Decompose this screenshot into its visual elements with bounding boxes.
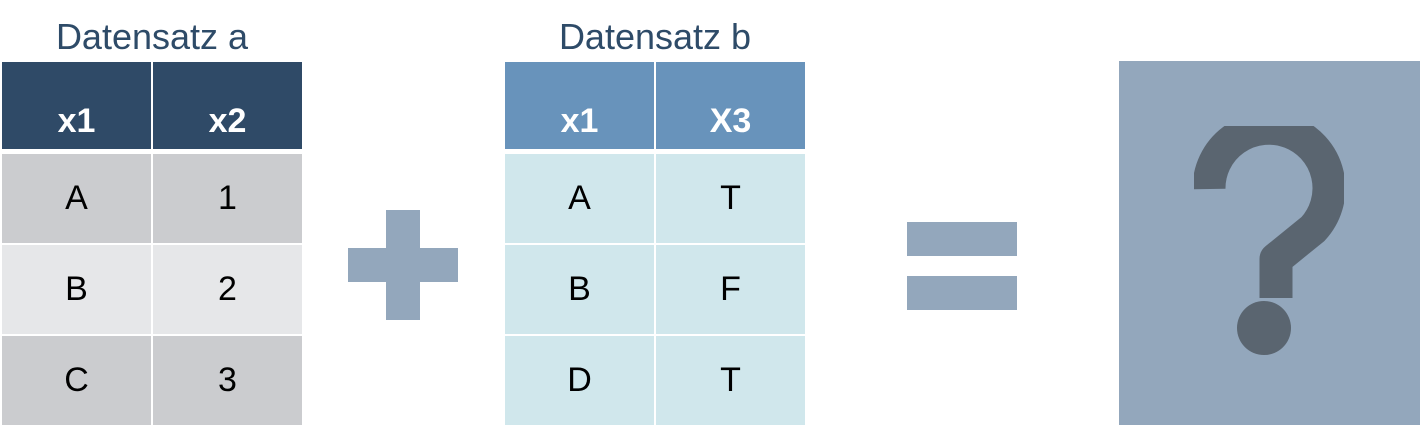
table-row: D T <box>505 336 805 425</box>
table-cell: 2 <box>153 245 302 334</box>
result-box <box>1119 61 1420 425</box>
header-cell-x1: x1 <box>2 62 151 149</box>
table-cell: T <box>656 336 805 425</box>
dataset-a-title: Datensatz a <box>55 16 249 57</box>
table-cell: T <box>656 154 805 243</box>
dataset-a-table: x1 x2 A 1 B 2 C 3 <box>2 62 302 425</box>
table-cell: B <box>2 245 151 334</box>
table-header-row: x1 x2 <box>2 62 302 149</box>
table-header-row: x1 X3 <box>505 62 805 149</box>
plus-icon <box>348 210 458 320</box>
table-cell: 1 <box>153 154 302 243</box>
header-cell-x1: x1 <box>505 62 654 149</box>
table-cell: F <box>656 245 805 334</box>
table-cell: D <box>505 336 654 425</box>
header-cell-x3: X3 <box>656 62 805 149</box>
table-cell: 3 <box>153 336 302 425</box>
table-cell: A <box>2 154 151 243</box>
table-row: A 1 <box>2 154 302 243</box>
dataset-b-title: Datensatz b <box>558 16 752 57</box>
table-row: A T <box>505 154 805 243</box>
table-cell: B <box>505 245 654 334</box>
table-cell: C <box>2 336 151 425</box>
header-cell-x2: x2 <box>153 62 302 149</box>
table-row: B F <box>505 245 805 334</box>
question-mark-icon <box>1194 126 1344 355</box>
table-row: C 3 <box>2 336 302 425</box>
equals-icon <box>907 222 1017 310</box>
dataset-b-table: x1 X3 A T B F D T <box>505 62 805 425</box>
table-row: B 2 <box>2 245 302 334</box>
table-cell: A <box>505 154 654 243</box>
